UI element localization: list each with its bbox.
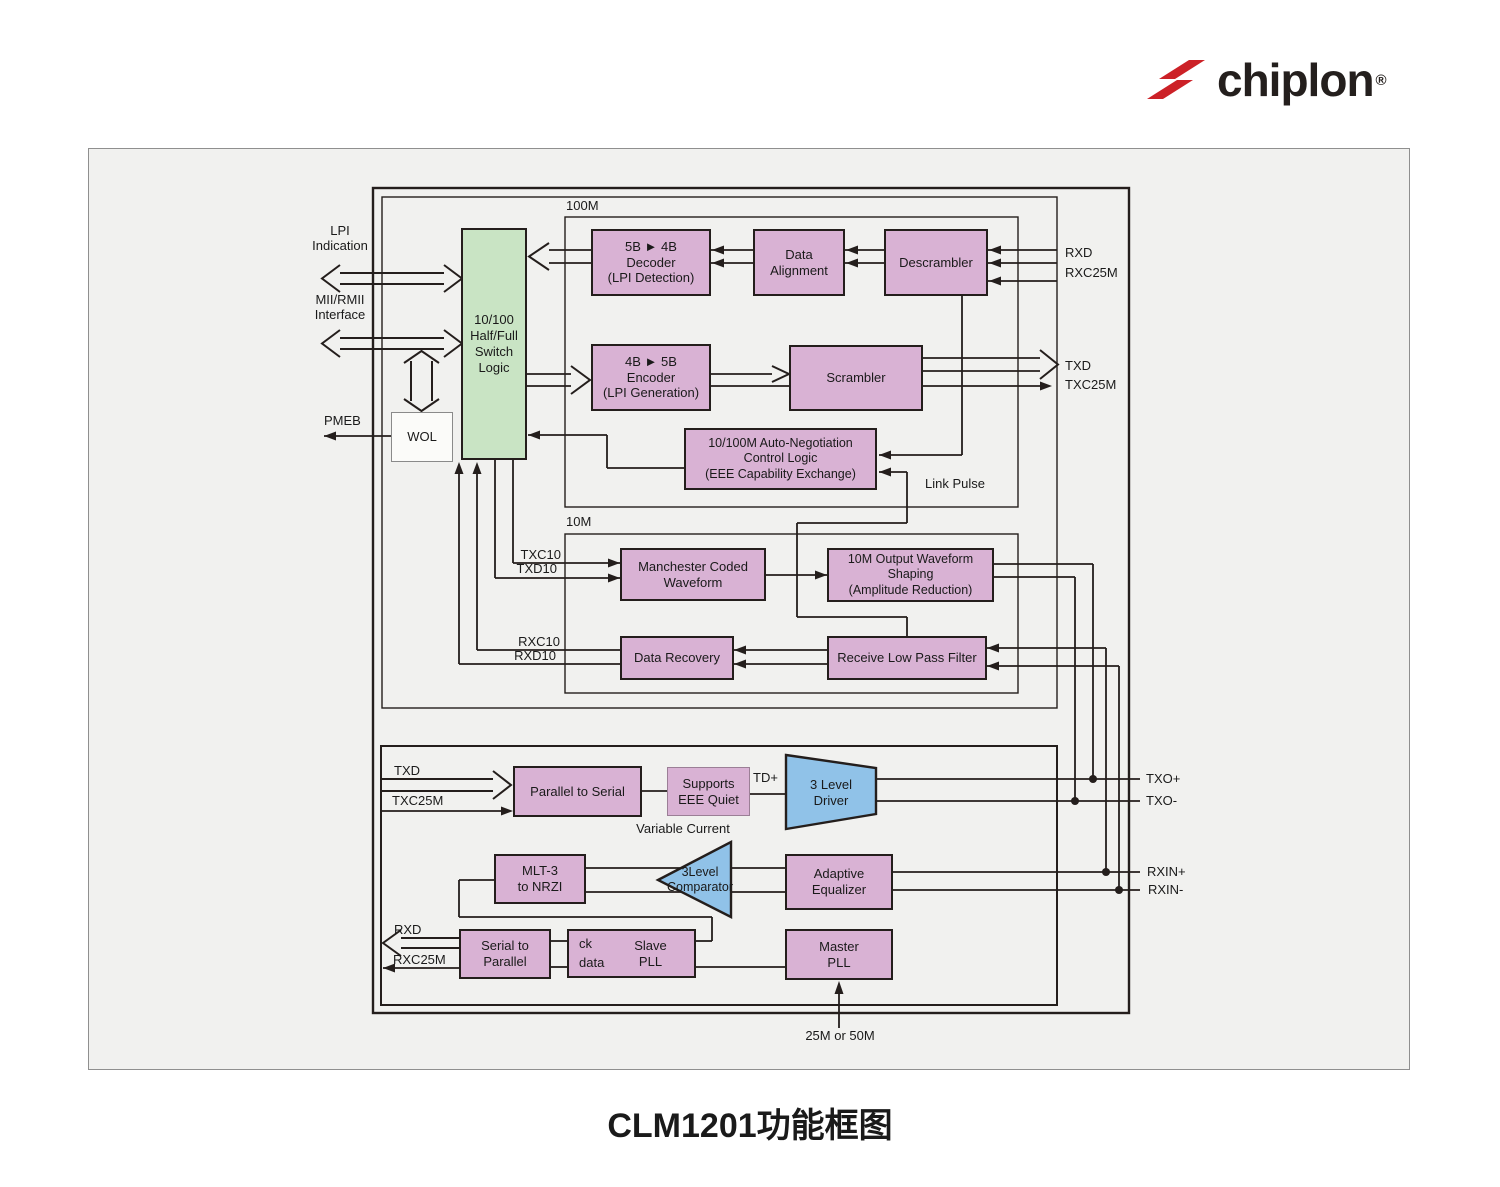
slave-pll-data-port: data bbox=[579, 955, 605, 971]
section-label-100m: 100M bbox=[566, 198, 599, 213]
diagram-caption: CLM1201功能框图 bbox=[607, 1107, 893, 1145]
block-autoneg: 10/100M Auto-Negotiation Control Logic (… bbox=[684, 428, 877, 490]
label-rxd10: RXD10 bbox=[514, 648, 556, 663]
block-parallel-to-serial: Parallel to Serial bbox=[513, 766, 642, 817]
block-master-pll: Master PLL bbox=[785, 929, 893, 980]
registered-mark: ® bbox=[1375, 71, 1387, 89]
slave-pll-label: Slave PLL bbox=[634, 937, 667, 969]
label-txd-bottom: TXD bbox=[394, 763, 420, 778]
block-5b4b-decoder: 5B ► 4B Decoder (LPI Detection) bbox=[591, 229, 711, 296]
block-wol: WOL bbox=[391, 412, 453, 462]
chiplon-logo-icon bbox=[1147, 60, 1205, 99]
label-txd10: TXD10 bbox=[516, 561, 557, 576]
driver-label: 3 Level Driver bbox=[810, 777, 852, 808]
block-4b5b-encoder: 4B ► 5B Encoder (LPI Generation) bbox=[591, 344, 711, 411]
pin-txo-plus: TXO+ bbox=[1146, 771, 1181, 786]
slave-pll-ck-port: ck bbox=[579, 936, 592, 951]
block-10m-shaping: 10M Output Waveform Shaping (Amplitude R… bbox=[827, 548, 994, 602]
block-mlt3-to-nrzi: MLT-3 to NRZI bbox=[494, 854, 586, 904]
block-serial-to-parallel: Serial to Parallel bbox=[459, 929, 551, 979]
block-scrambler: Scrambler bbox=[789, 345, 923, 411]
block-adaptive-equalizer: Adaptive Equalizer bbox=[785, 854, 893, 910]
pin-txo-minus: TXO- bbox=[1146, 793, 1178, 808]
block-manchester: Manchester Coded Waveform bbox=[620, 548, 766, 601]
block-data-alignment: Data Alignment bbox=[753, 229, 845, 296]
label-txc25m-top: TXC25M bbox=[1065, 377, 1117, 392]
section-label-10m: 10M bbox=[566, 514, 592, 529]
brand-logo: chiplon ® bbox=[1145, 52, 1387, 108]
diagram-canvas bbox=[88, 148, 1410, 1070]
label-rxc25m-bottom: RXC25M bbox=[393, 952, 446, 967]
block-switch-logic: 10/100 Half/Full Switch Logic bbox=[461, 228, 527, 460]
label-txc10: TXC10 bbox=[520, 547, 561, 562]
label-txd-top: TXD bbox=[1065, 358, 1091, 373]
label-td-plus: TD+ bbox=[753, 770, 778, 785]
label-rxc10: RXC10 bbox=[518, 634, 560, 649]
label-mii-interface: MII/RMII Interface bbox=[314, 292, 366, 322]
block-data-recovery: Data Recovery bbox=[620, 636, 734, 680]
pin-rxin-minus: RXIN- bbox=[1148, 882, 1184, 897]
block-supports-eee-quiet: Supports EEE Quiet bbox=[667, 767, 750, 816]
label-rxd-top: RXD bbox=[1065, 245, 1093, 260]
block-descrambler: Descrambler bbox=[884, 229, 988, 296]
label-rxc25m-top: RXC25M bbox=[1065, 265, 1118, 280]
label-rxd-bottom: RXD bbox=[394, 922, 422, 937]
label-link-pulse: Link Pulse bbox=[925, 476, 985, 491]
label-clock-source: 25M or 50M bbox=[805, 1028, 875, 1043]
pin-rxin-plus: RXIN+ bbox=[1147, 864, 1186, 879]
label-pmeb: PMEB bbox=[324, 413, 361, 428]
block-slave-pll: ck data Slave PLL bbox=[567, 929, 696, 978]
label-txc25m-bottom: TXC25M bbox=[392, 793, 444, 808]
comparator-label: 3Level Comparator bbox=[667, 865, 733, 894]
label-variable-current: Variable Current bbox=[636, 821, 730, 836]
block-low-pass-filter: Receive Low Pass Filter bbox=[827, 636, 987, 680]
brand-name: chiplon bbox=[1217, 54, 1375, 106]
label-lpi-indication: LPI Indication bbox=[312, 223, 368, 253]
